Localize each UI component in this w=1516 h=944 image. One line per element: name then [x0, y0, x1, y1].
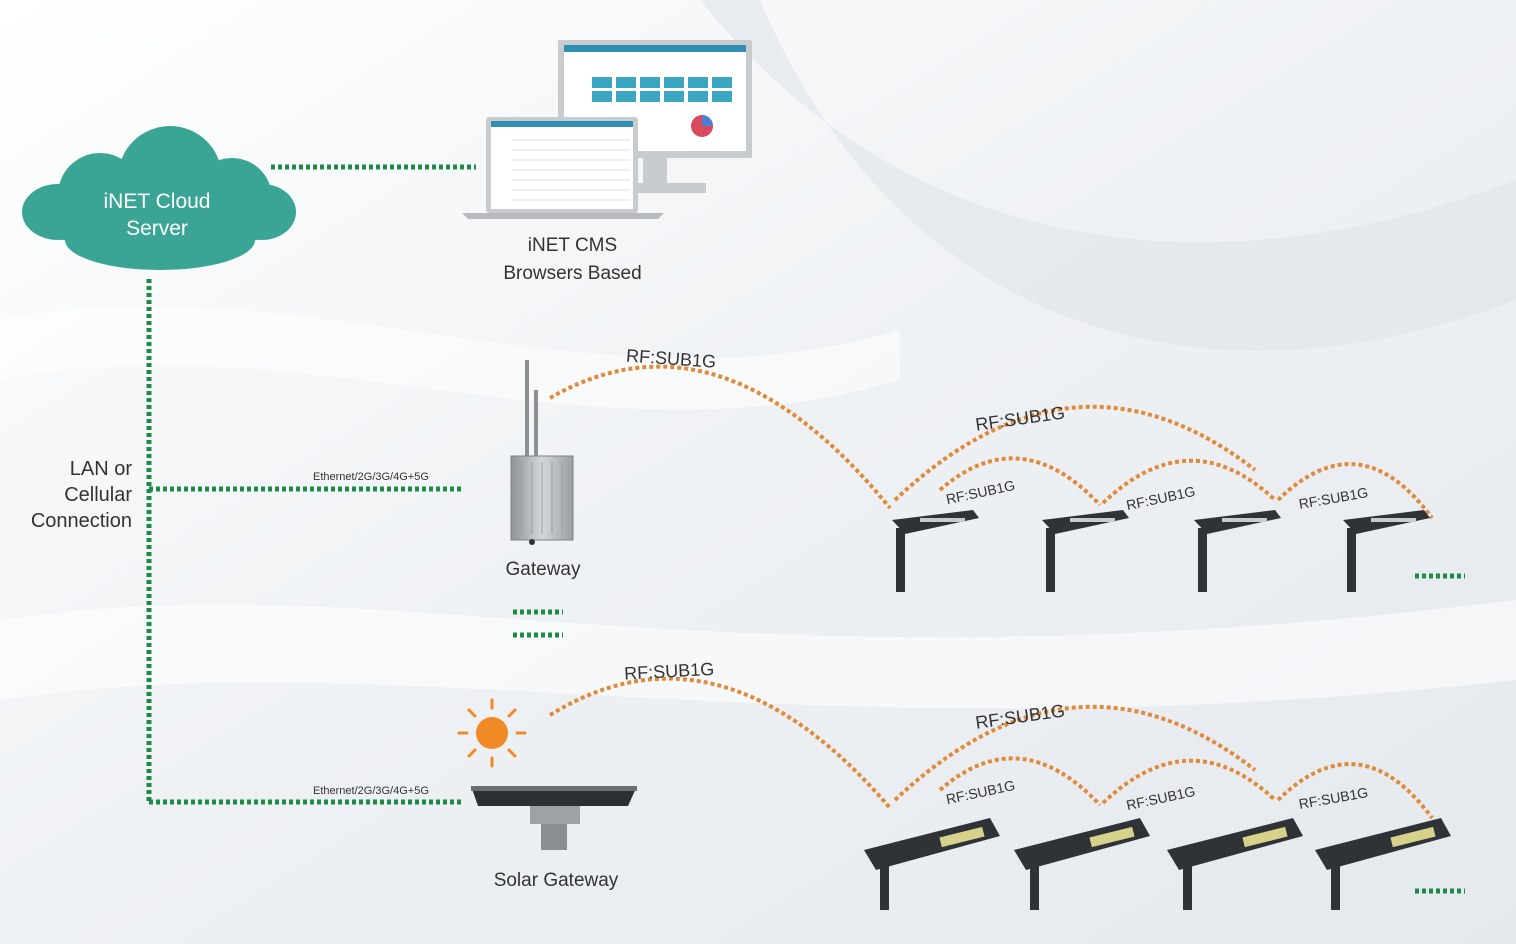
solar-street-light-icon: [1315, 818, 1451, 910]
cloud-subtitle: Server: [126, 217, 188, 240]
cloud-label: iNET Cloud Server: [82, 188, 232, 242]
connection-label: LAN or Cellular Connection: [0, 456, 132, 534]
background-swoosh: [700, 0, 1516, 351]
gateway-icon: [510, 360, 574, 545]
mesh-long-arc: [893, 704, 1257, 802]
cms-label: iNET CMS Browsers Based: [470, 232, 675, 288]
mesh-short-arc: [1276, 462, 1434, 520]
cms-title: iNET CMS: [527, 235, 618, 256]
solar-gateway-label: Solar Gateway: [493, 870, 619, 891]
connection-line-3: Connection: [30, 510, 132, 532]
mesh-short-arc: [1101, 458, 1277, 505]
background-swoosh: [0, 306, 900, 410]
gateway-rf-arc: [549, 364, 892, 510]
street-lights-row-2: [864, 818, 1451, 910]
cloud-icon: [22, 126, 296, 270]
rf-links: [548, 364, 1434, 820]
solar-gateway-rf-label: RF:SUB1G: [624, 659, 715, 684]
mesh-short-arc: [1101, 758, 1277, 805]
wired-links: [146, 164, 1465, 894]
sun-icon: [457, 698, 527, 768]
cloud-title: iNET Cloud: [103, 190, 211, 213]
mesh-long-arc: [893, 404, 1257, 502]
mesh-short-arc: [938, 756, 1102, 807]
cms-subtitle: Browsers Based: [503, 263, 642, 284]
solar-street-light-icon: [1014, 818, 1150, 910]
street-light-icon: [1343, 510, 1430, 592]
laptop-icon: [462, 117, 664, 219]
gateway-link-label: Ethernet/2G/3G/4G+5G: [313, 471, 429, 483]
solar-gateway-link-label: Ethernet/2G/3G/4G+5G: [313, 785, 429, 797]
mesh-short-arc: [938, 456, 1102, 507]
connection-line-2: Cellular: [64, 484, 132, 506]
solar-street-light-icon: [864, 818, 1000, 910]
street-light-icon: [1042, 510, 1129, 592]
mesh-short-arc: [1276, 762, 1434, 820]
solar-street-light-icon: [1167, 818, 1303, 910]
solar-gateway-rf-arc: [548, 676, 892, 810]
street-lights-row-1: [892, 510, 1430, 592]
street-light-icon: [892, 510, 979, 592]
street-light-icon: [1194, 510, 1281, 592]
solar-gateway-icon: [471, 786, 637, 850]
connection-line-1: LAN or: [69, 458, 132, 480]
background-swoosh: [0, 600, 1516, 709]
gateway-label: Gateway: [505, 559, 581, 580]
